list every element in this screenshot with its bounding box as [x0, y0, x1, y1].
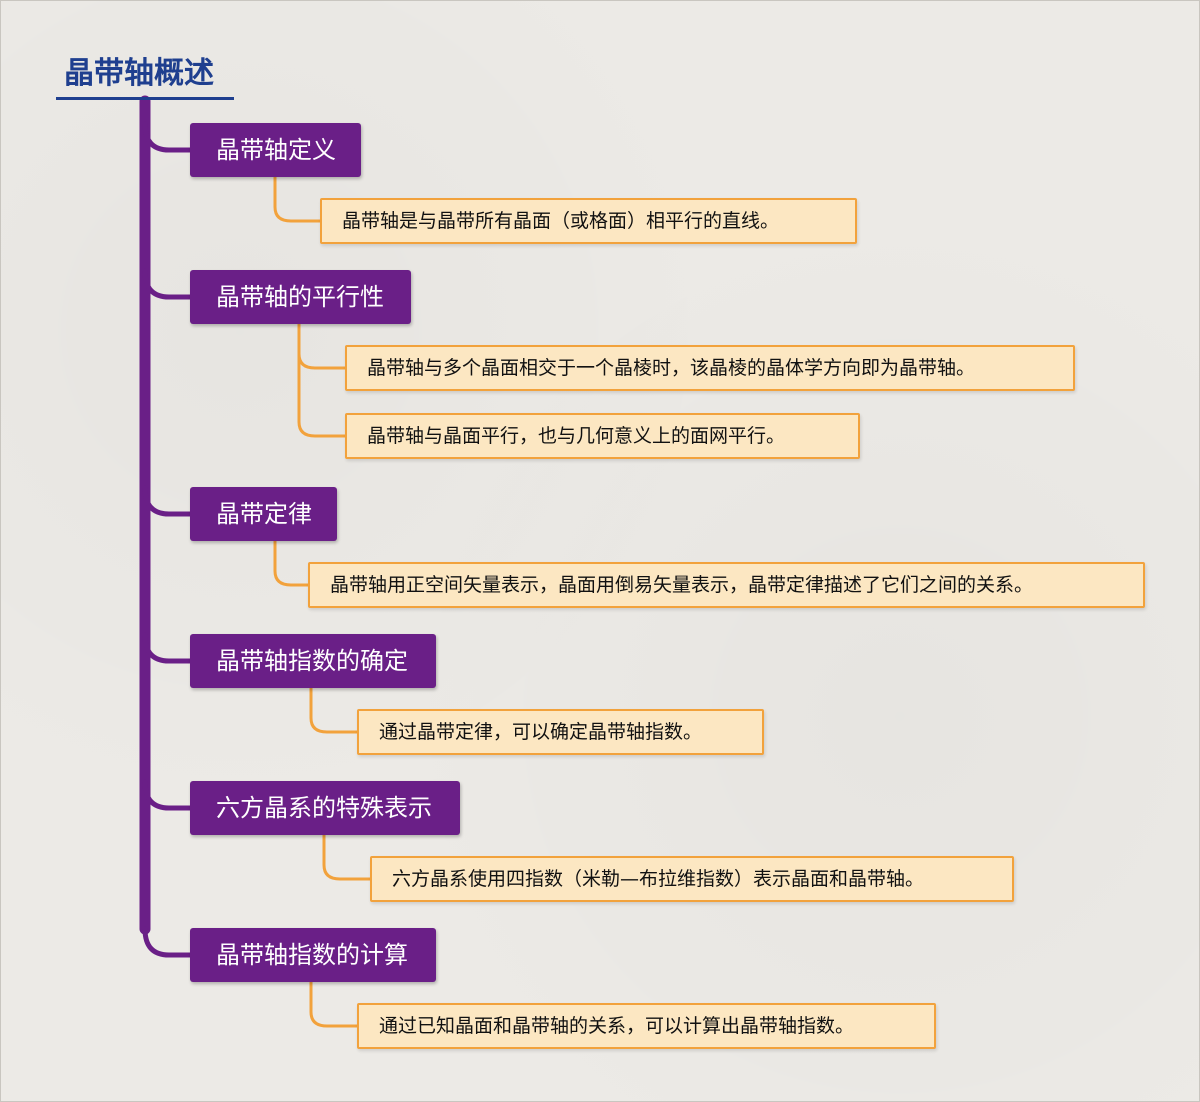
- section-branch: [142, 121, 193, 153]
- detail-branch: [297, 322, 347, 370]
- detail-branch: [297, 322, 347, 438]
- section-node[interactable]: 六方晶系的特殊表示: [190, 781, 460, 835]
- detail-node[interactable]: 晶带轴与多个晶面相交于一个晶棱时，该晶棱的晶体学方向即为晶带轴。: [345, 345, 1075, 391]
- detail-node[interactable]: 晶带轴是与晶带所有晶面（或格面）相平行的直线。: [320, 198, 857, 244]
- section-node[interactable]: 晶带轴指数的计算: [190, 928, 436, 982]
- section-branch: [142, 268, 193, 300]
- section-node[interactable]: 晶带轴指数的确定: [190, 634, 436, 688]
- detail-node[interactable]: 晶带轴用正空间矢量表示，晶面用倒易矢量表示，晶带定律描述了它们之间的关系。: [308, 562, 1145, 608]
- root-title[interactable]: 晶带轴概述: [56, 54, 234, 100]
- detail-node[interactable]: 通过晶带定律，可以确定晶带轴指数。: [357, 709, 764, 755]
- section-node[interactable]: 晶带定律: [190, 487, 337, 541]
- detail-node[interactable]: 晶带轴与晶面平行，也与几何意义上的面网平行。: [345, 413, 860, 459]
- section-node[interactable]: 晶带轴的平行性: [190, 270, 411, 324]
- section-branch: [142, 926, 193, 958]
- detail-branch: [322, 833, 372, 881]
- section-node[interactable]: 晶带轴定义: [190, 123, 361, 177]
- detail-branch: [309, 686, 359, 734]
- detail-node[interactable]: 六方晶系使用四指数（米勒—布拉维指数）表示晶面和晶带轴。: [370, 856, 1014, 902]
- detail-branch: [309, 980, 359, 1028]
- section-branch: [142, 485, 193, 517]
- detail-branch: [273, 175, 322, 223]
- detail-node[interactable]: 通过已知晶面和晶带轴的关系，可以计算出晶带轴指数。: [357, 1003, 936, 1049]
- detail-branch: [273, 539, 310, 587]
- section-branch: [142, 632, 193, 664]
- section-branch: [142, 779, 193, 811]
